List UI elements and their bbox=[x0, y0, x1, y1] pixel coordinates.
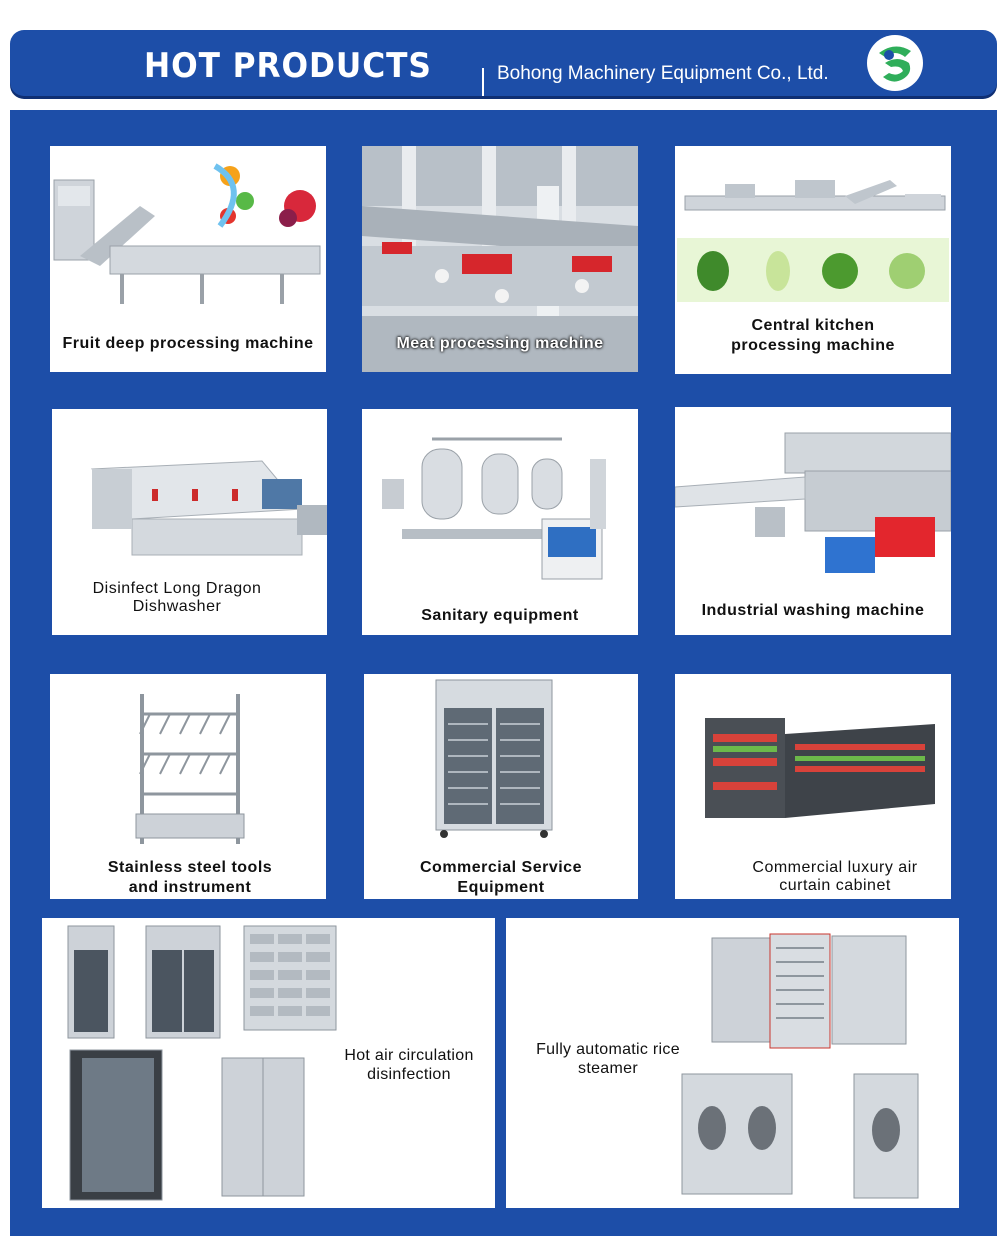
product-card-steel-tools[interactable]: Stainless steel tools and instrument bbox=[50, 674, 326, 899]
product-caption: curtain cabinet bbox=[779, 877, 891, 894]
product-card-air-curtain[interactable]: Commercial luxury air curtain cabinet bbox=[675, 674, 951, 899]
service-cabinet-illustration bbox=[435, 679, 553, 838]
product-caption: and instrument bbox=[128, 879, 252, 896]
product-caption: Equipment bbox=[457, 879, 545, 896]
page-title: HOT PRODUCTS bbox=[144, 46, 432, 86]
product-card-hot-air-disinfection[interactable]: Hot air circulation disinfection bbox=[42, 918, 495, 1208]
kitchen-line-illustration bbox=[677, 180, 949, 302]
product-card-industrial-washer[interactable]: Industrial washing machine bbox=[675, 407, 951, 635]
product-card-rice-steamer[interactable]: Fully automatic rice steamer bbox=[506, 918, 959, 1208]
product-caption: Industrial washing machine bbox=[701, 602, 925, 619]
product-caption: Fruit deep processing machine bbox=[62, 335, 314, 352]
product-caption: Stainless steel tools bbox=[107, 859, 273, 876]
product-card-sanitary[interactable]: Sanitary equipment bbox=[362, 409, 638, 635]
product-caption: Sanitary equipment bbox=[421, 607, 579, 624]
company-name: Bohong Machinery Equipment Co., Ltd. bbox=[497, 63, 829, 84]
product-card-meat[interactable]: Meat processing machine bbox=[362, 146, 638, 372]
product-caption: steamer bbox=[578, 1060, 638, 1077]
header-banner: HOT PRODUCTS Bohong Machinery Equipment … bbox=[10, 30, 997, 96]
product-caption: Dishwasher bbox=[132, 598, 222, 615]
product-caption: processing machine bbox=[731, 337, 895, 354]
product-caption: Disinfect Long Dragon bbox=[92, 580, 262, 597]
product-caption: disinfection bbox=[367, 1066, 451, 1083]
disinfection-cabinets-illustration bbox=[67, 925, 337, 1201]
product-card-fruit[interactable]: Fruit deep processing machine bbox=[50, 146, 326, 372]
meat-factory-illustration bbox=[362, 146, 638, 372]
product-card-central-kitchen[interactable]: Central kitchen processing machine bbox=[675, 146, 951, 374]
rice-steamer-illustration bbox=[681, 933, 919, 1199]
product-caption: Commercial Service bbox=[420, 859, 582, 876]
fruit-machine-illustration bbox=[53, 163, 321, 304]
product-caption: Meat processing machine bbox=[396, 335, 604, 352]
tool-rack-illustration bbox=[135, 694, 245, 844]
product-caption: Hot air circulation bbox=[344, 1047, 474, 1064]
product-caption: Central kitchen bbox=[751, 317, 875, 334]
product-caption: Fully automatic rice bbox=[536, 1041, 680, 1058]
dishwasher-illustration bbox=[90, 460, 327, 556]
header-divider bbox=[482, 68, 484, 96]
washing-machine-illustration bbox=[675, 432, 951, 573]
product-card-dishwasher[interactable]: Disinfect Long Dragon Dishwasher bbox=[52, 409, 327, 635]
product-caption: Commercial luxury air bbox=[752, 859, 918, 876]
company-logo-icon bbox=[867, 35, 923, 91]
product-card-service-equipment[interactable]: Commercial Service Equipment bbox=[364, 674, 638, 899]
tank-system-illustration bbox=[382, 437, 606, 580]
display-cabinet-illustration bbox=[705, 718, 935, 818]
